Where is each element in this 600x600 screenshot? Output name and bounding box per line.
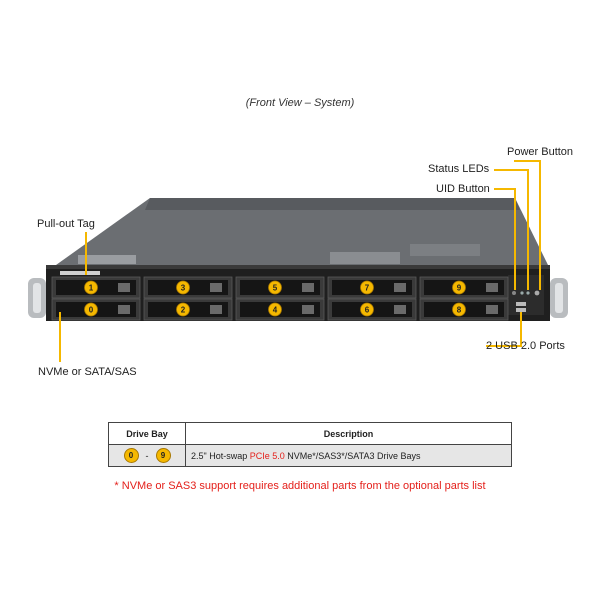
table-cell-bay: 0-9 <box>108 444 186 467</box>
drive-bay-number: 8 <box>457 306 462 315</box>
chassis-top-shade <box>145 198 520 210</box>
drive-bay-number-badge <box>268 302 282 317</box>
table-header-description: Description <box>185 422 512 445</box>
drive-bay-number: 3 <box>181 284 186 293</box>
drive-bay-number: 9 <box>457 284 462 293</box>
table-row: 0-9 2.5" Hot-swap PCIe 5.0 NVMe*/SAS3*/S… <box>108 444 512 467</box>
front-bezel-lip <box>46 265 550 269</box>
power-button-label: Power Button <box>507 146 574 158</box>
power-button-indicator <box>534 290 540 296</box>
drive-bay-number-badge <box>84 302 98 317</box>
drive-bay-number-badge <box>176 302 190 317</box>
status-led-2 <box>526 291 530 295</box>
usb-port-2 <box>516 308 526 312</box>
right-rack-handle-inner <box>555 283 563 313</box>
drive-bay-latch <box>118 305 130 314</box>
nvme-sata-label: NVMe or SATA/SAS <box>38 366 137 378</box>
drive-bay-number: 4 <box>273 306 278 315</box>
drive-bays-group: 1 3 5 7 9 0 2 4 6 8 <box>51 271 509 321</box>
table-header-drive-bay: Drive Bay <box>108 422 186 445</box>
callout-line-uid <box>494 188 516 290</box>
callout-line-usb <box>486 312 522 347</box>
drive-bay-number-badge <box>360 302 374 317</box>
pullout-tag-label: Pull-out Tag <box>37 218 95 230</box>
desc-highlight: PCIe 5.0 <box>249 450 285 461</box>
footnote: * NVMe or SAS3 support requires addition… <box>114 480 486 492</box>
drive-bay-number-badge <box>452 302 466 317</box>
drive-bay-table: Drive Bay Description 0-9 2.5" Hot-swap … <box>108 422 512 467</box>
drive-bay-latch <box>394 305 406 314</box>
usb-ports-label: 2 USB 2.0 Ports <box>486 340 565 352</box>
uid-button-indicator <box>512 291 516 295</box>
bay-range-separator: - <box>145 450 149 461</box>
drive-bay-number: 0 <box>89 306 94 315</box>
drive-bay-number-badge <box>452 280 466 295</box>
drive-bay-latch <box>302 283 314 292</box>
desc-suffix: NVMe*/SAS3*/SATA3 Drive Bays <box>284 450 421 461</box>
table-cell-description: 2.5" Hot-swap PCIe 5.0 NVMe*/SAS3*/SATA3… <box>185 444 512 467</box>
status-leds-label: Status LEDs <box>428 163 490 175</box>
drive-bay-number-badge <box>268 280 282 295</box>
drive-bay-number: 6 <box>365 306 370 315</box>
drive-bay-latch <box>210 283 222 292</box>
top-vent-panel <box>330 252 400 264</box>
drive-bay-latch <box>210 305 222 314</box>
bay-start-badge: 0 <box>123 448 139 463</box>
left-rack-handle-inner <box>33 283 41 313</box>
table-header-row: Drive Bay Description <box>108 422 512 445</box>
figure-caption: (Front View – System) <box>245 97 355 109</box>
top-label-area <box>78 255 136 264</box>
pullout-tag[interactable] <box>60 271 100 275</box>
callout-line-power <box>514 160 541 290</box>
top-vent-panel-2 <box>410 244 480 256</box>
drive-bay-number-badge <box>176 280 190 295</box>
uid-button-label: UID Button <box>436 183 490 195</box>
drive-bay-latch <box>118 283 130 292</box>
drive-bay-latch <box>486 305 498 314</box>
drive-bay-latch <box>302 305 314 314</box>
drive-bay-number-badge <box>84 280 98 295</box>
drive-bay-number: 1 <box>89 284 94 293</box>
bay-end-badge: 9 <box>155 448 171 463</box>
drive-bay-latch <box>394 283 406 292</box>
drive-bay-number: 7 <box>365 284 370 293</box>
callout-line-status <box>494 169 529 290</box>
status-led-1 <box>520 291 524 295</box>
drive-bay-number-badge <box>360 280 374 295</box>
desc-prefix: 2.5" Hot-swap <box>191 450 250 461</box>
drive-bay-latch <box>486 283 498 292</box>
usb-port-1 <box>516 302 526 306</box>
drive-bay-number: 2 <box>181 306 186 315</box>
drive-bay-number: 5 <box>273 284 278 293</box>
